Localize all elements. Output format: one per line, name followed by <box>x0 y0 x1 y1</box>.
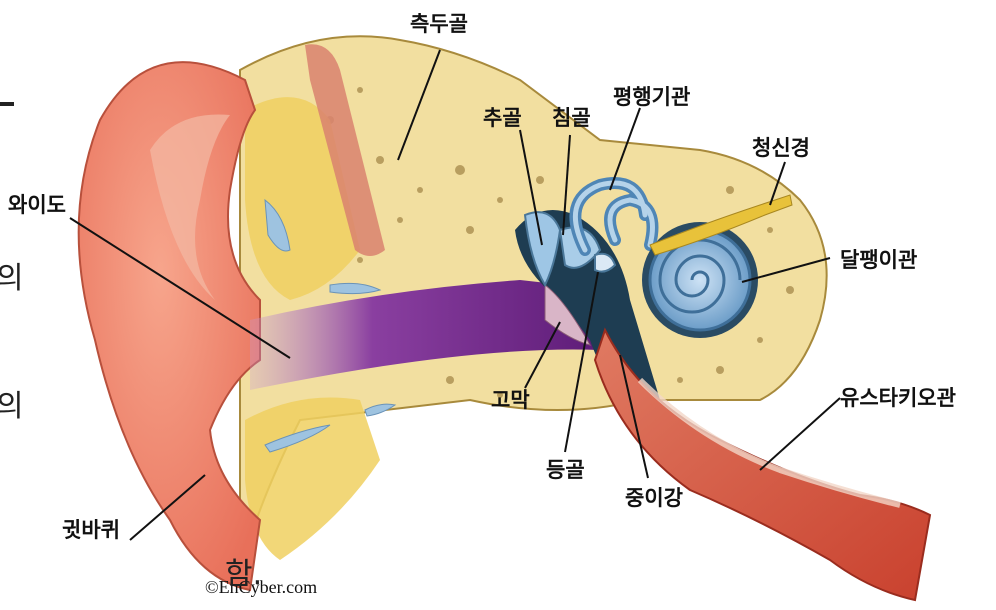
cropped-glyph-mark <box>0 102 14 106</box>
background-text-fragment-2: 의 <box>0 392 24 422</box>
label-eustachian-tube: 유스타키오관 <box>840 388 956 409</box>
label-ear-canal: 와이도 <box>8 195 66 216</box>
label-eardrum: 고막 <box>491 390 530 411</box>
label-malleus: 추골 <box>483 108 522 129</box>
label-cochlea: 달팽이관 <box>840 250 917 271</box>
label-temporal-bone: 측두골 <box>410 14 468 35</box>
label-auricle: 귓바퀴 <box>62 520 120 541</box>
background-text-fragment-1: 의 <box>0 264 24 294</box>
label-stapes: 등골 <box>546 460 585 481</box>
soft-tissue-lower <box>245 398 380 561</box>
label-incus: 침골 <box>552 108 591 129</box>
label-auditory-nerve: 청신경 <box>752 138 810 159</box>
label-semicircular-canals: 평행기관 <box>613 87 690 108</box>
label-middle-ear-cavity: 중이강 <box>625 488 683 509</box>
background-text-fragment-3: 함. <box>225 560 262 590</box>
